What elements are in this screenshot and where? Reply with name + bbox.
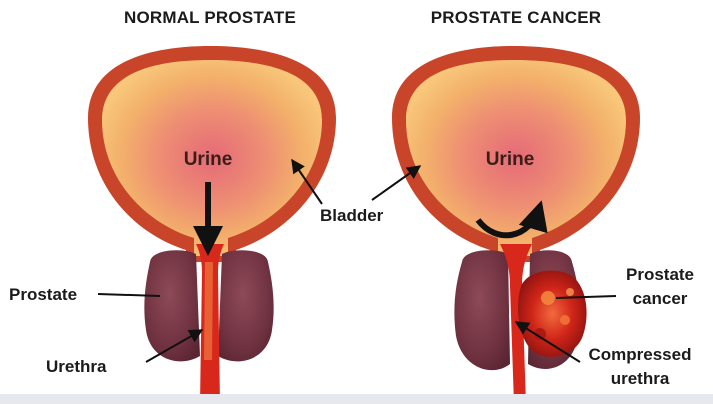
urethra-label: Urethra bbox=[46, 358, 106, 375]
left-prostate-lobe-right bbox=[218, 250, 274, 361]
prostate-cancer-label-line2: cancer bbox=[614, 290, 706, 307]
urine-label-left: Urine bbox=[168, 150, 248, 169]
urine-label-right: Urine bbox=[470, 150, 550, 169]
normal-prostate-illustration bbox=[88, 46, 336, 404]
tumor-nodule bbox=[566, 288, 574, 296]
tumor-nodule bbox=[541, 291, 555, 305]
bladder-label: Bladder bbox=[320, 207, 383, 224]
tumor-nodule bbox=[560, 315, 570, 325]
heading-normal-prostate: NORMAL PROSTATE bbox=[100, 9, 320, 26]
heading-prostate-cancer: PROSTATE CANCER bbox=[404, 9, 628, 26]
compressed-urethra-label-line1: Compressed bbox=[580, 346, 700, 363]
right-prostate-lobe-left bbox=[454, 250, 510, 370]
prostate-label: Prostate bbox=[9, 286, 77, 303]
bottom-band bbox=[0, 394, 713, 404]
left-prostate-lobe-left bbox=[144, 250, 200, 361]
prostate-cancer-label-line1: Prostate bbox=[614, 266, 706, 283]
left-urethra-highlight bbox=[204, 262, 213, 360]
compressed-urethra-label-line2: urethra bbox=[580, 370, 700, 387]
